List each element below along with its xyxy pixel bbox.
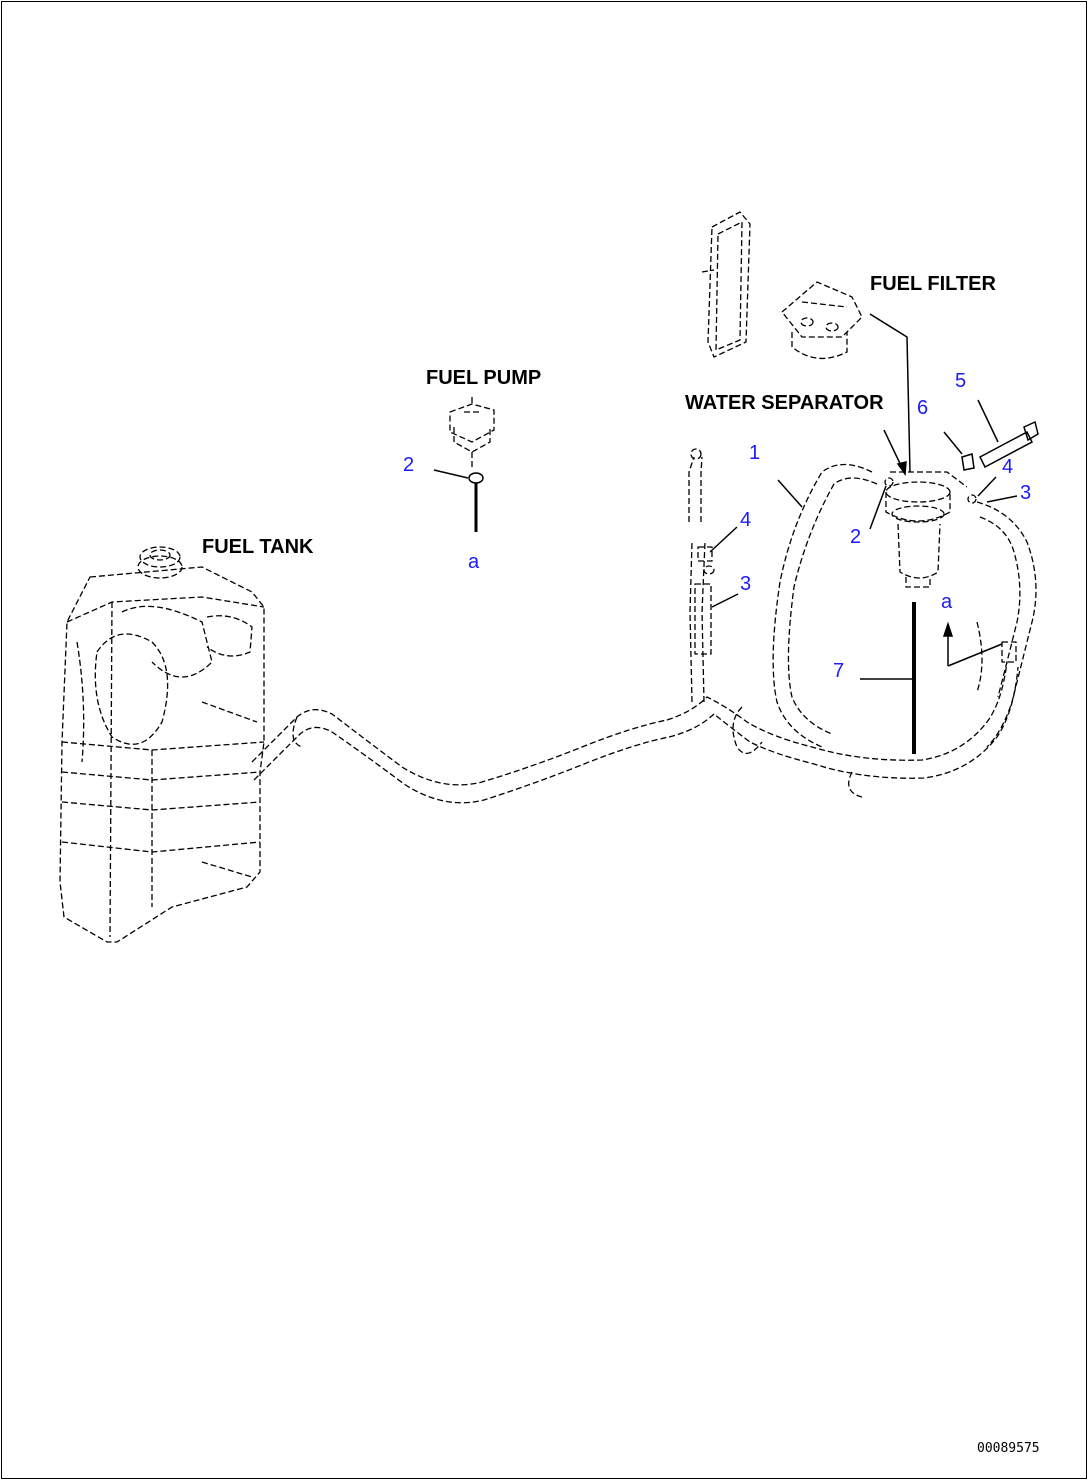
callout-drain-tube: 7 bbox=[833, 660, 845, 682]
fuel-pump-label: FUEL PUMP bbox=[426, 367, 542, 389]
fuel-filter-label: FUEL FILTER bbox=[870, 273, 996, 295]
callout-hose: 1 bbox=[749, 442, 761, 464]
fuel-tank-graphic bbox=[59, 546, 265, 943]
water-separator-graphic bbox=[884, 471, 977, 588]
callout-right-nut: 4 bbox=[1002, 456, 1014, 478]
callout-washer: 6 bbox=[917, 397, 929, 419]
callout-pump-clamp: 2 bbox=[403, 454, 415, 476]
callout-left-bracket: 3 bbox=[740, 573, 752, 595]
callout-right-bracket: 3 bbox=[1020, 482, 1032, 504]
callout-drain-ref: a bbox=[941, 591, 953, 613]
fuel-line-graphic bbox=[251, 448, 1037, 804]
bolt-graphic bbox=[979, 420, 1039, 469]
water-separator-label: WATER SEPARATOR bbox=[685, 392, 884, 414]
callout-separator-clamp: 2 bbox=[850, 526, 862, 548]
drawing-code: 00089575 bbox=[977, 1441, 1040, 1456]
callout-bolt: 5 bbox=[955, 370, 967, 392]
upper-panel-graphic bbox=[701, 211, 751, 358]
callout-pump-ref: a bbox=[468, 551, 480, 573]
callout-left-nut: 4 bbox=[740, 509, 752, 531]
fuel-tank-label: FUEL TANK bbox=[202, 536, 314, 558]
pump-clamp-graphic bbox=[468, 472, 484, 532]
fuel-filter-graphic bbox=[781, 281, 863, 359]
fuel-pump-graphic bbox=[449, 397, 495, 470]
